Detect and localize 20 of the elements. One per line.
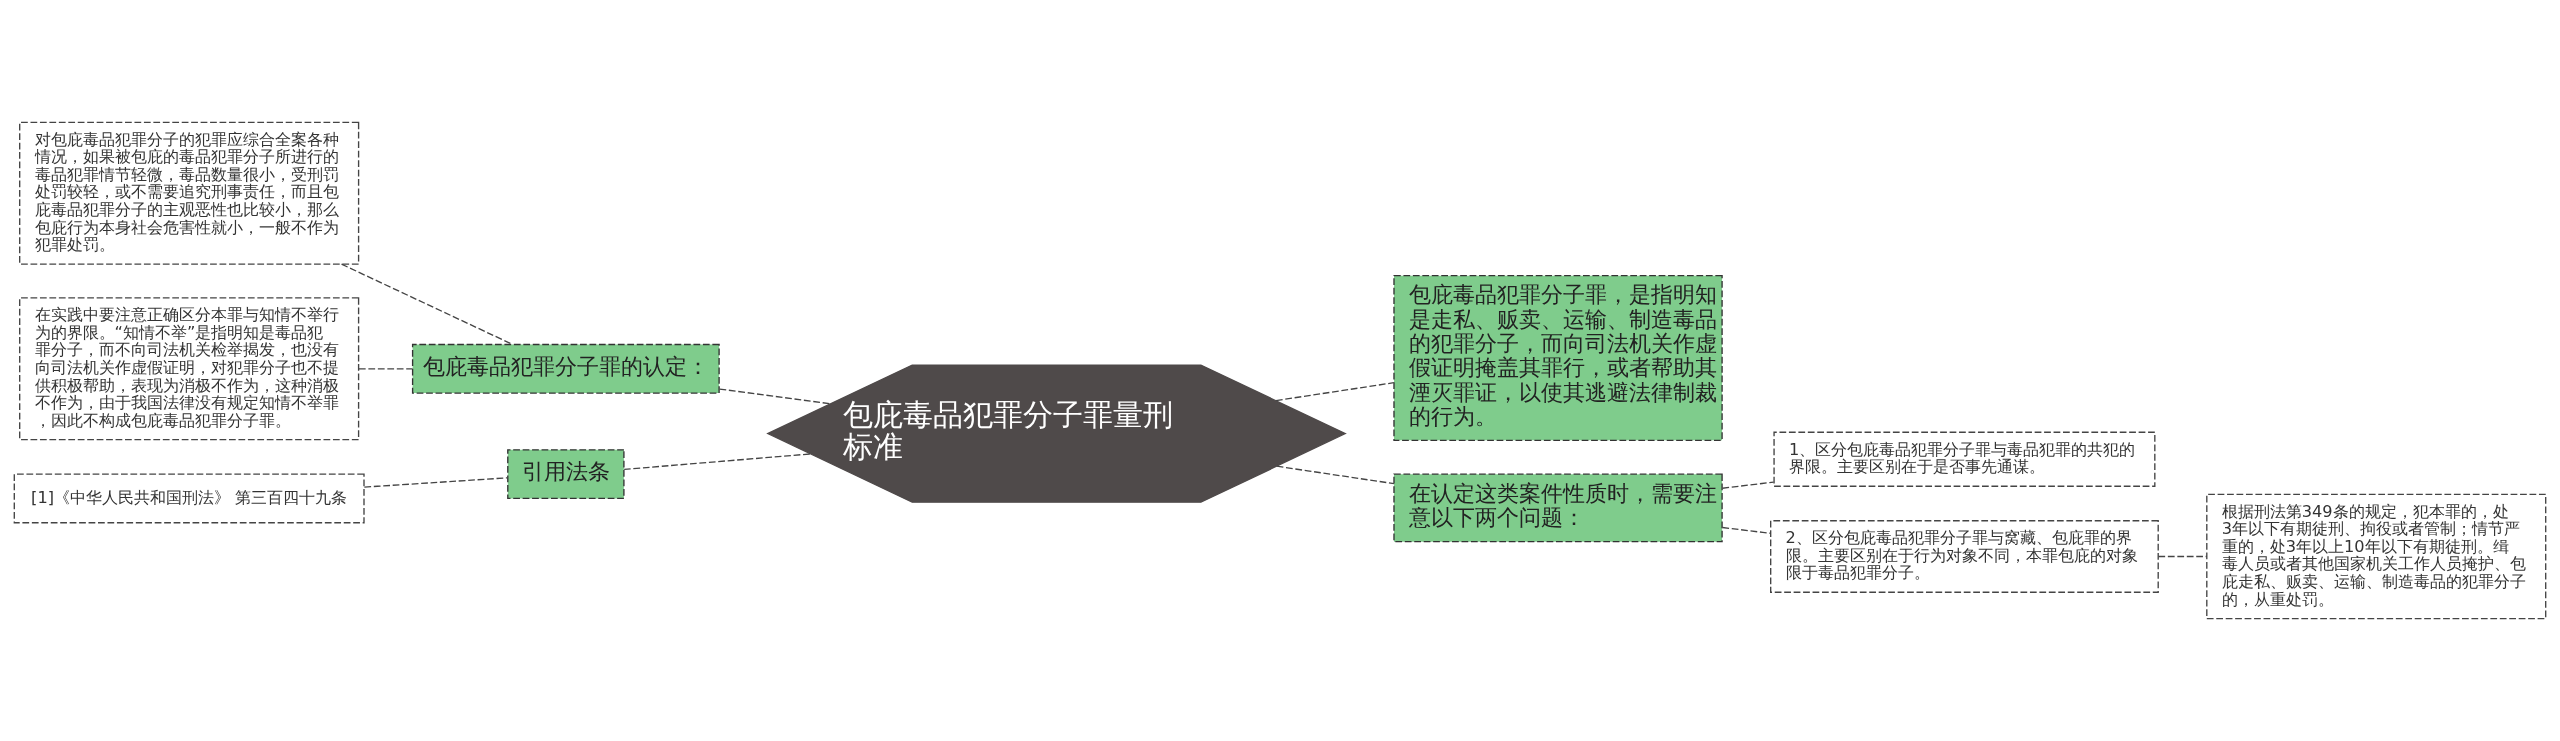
connector [1721,481,1775,489]
connector [1721,526,1771,534]
connector [718,388,831,405]
node-box: 包庇毒品犯罪分子罪的认定： [411,343,720,394]
node-box: 在实践中要注意正确区分本罪与知情不举行为的界限。“知情不举”是指明知是毒品犯罪分子，而不向司法机关检举揭发，也没有向司法机关作虚假证明，对犯罪分子也不提供积极帮助，表现为消极不作为，这种消极不作为，由于我国法律没有规定知情不举罪，因此不构成包庇毒品犯罪分子罪。 [19,297,360,441]
connector [1276,465,1395,485]
node-box: [1]《中华人民共和国刑法》 第三百四十九条 [13,473,365,524]
connector [358,368,414,370]
node-box: 包庇毒品犯罪分子罪，是指明知是走私、贩卖、运输、制造毒品的犯罪分子，而向司法机关作虚假证明掩盖其罪行，或者帮助其湮灭罪证，以使其逃避法律制裁的行为。 [1393,274,1723,442]
connector [340,263,513,345]
node-box: 对包庇毒品犯罪分子的犯罪应综合全案各种情况，如果被包庇的毒品犯罪分子所进行的毒品犯罪情节轻微，毒品数量很小，受刑罚处罚较轻，或不需要追究刑事责任，而且包庇毒品犯罪分子的主观恶性也比较小，那么包庇行为本身社会危害性就小，一般不作为犯罪处罚。 [19,121,360,265]
connector [363,477,509,488]
node-box: 1、区分包庇毒品犯罪分子罪与毒品犯罪的共犯的界限。主要区别在于是否事先通谋。 [1773,431,2156,487]
node-box: 2、区分包庇毒品犯罪分子罪与窝藏、包庇罪的界限。主要区别在于行为对象不同，本罪包庇的对象限于毒品犯罪分子。 [1770,520,2159,593]
node-box: 根据刑法第349条的规定，犯本罪的，处3年以下有期徒刑、拘役或者管制；情节严重的，处3年以上10年以下有期徒刑。缉毒人员或者其他国家机关工作人员掩护、包庇走私、贩卖、运输、制造毒品的犯罪分子的，从重处罚。 [2206,493,2547,620]
connector [2157,555,2208,558]
node-box: 引用法条 [507,449,625,500]
connector [1275,382,1395,402]
node-box: 在认定这类案件性质时，需要注意以下两个问题： [1393,473,1723,543]
connector [623,453,812,471]
